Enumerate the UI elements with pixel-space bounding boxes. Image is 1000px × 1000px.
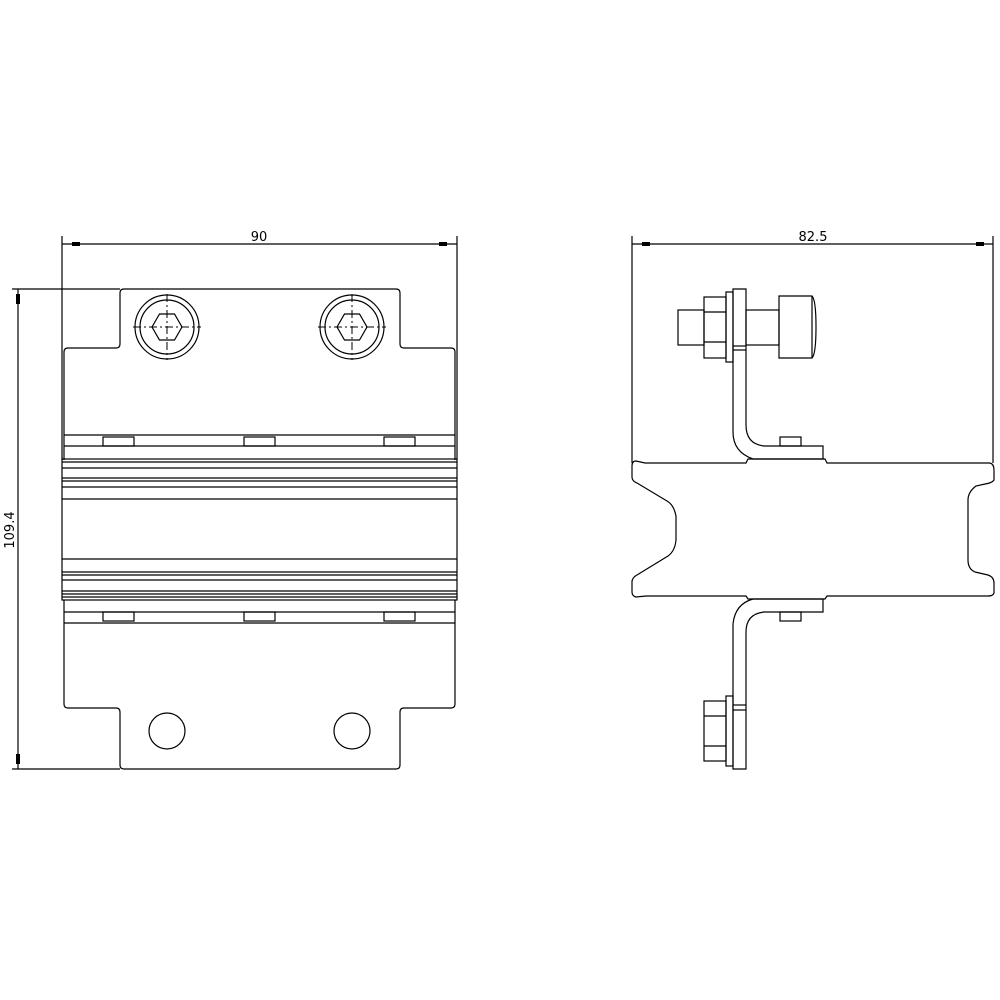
dimension-width-front: 90 [61, 230, 458, 460]
bolt-right [318, 294, 386, 360]
upper-bracket [732, 288, 824, 460]
bolt-shank [745, 309, 780, 346]
upper-clamp-strip [64, 434, 455, 447]
washer [725, 695, 734, 767]
upper-mounting-plate [63, 288, 456, 460]
arrow-bottom [16, 754, 20, 764]
dimension-label-82-5: 82.5 [799, 230, 828, 245]
mounting-hole-left [148, 712, 186, 750]
lower-bracket [732, 598, 824, 770]
arrow-right [439, 242, 447, 246]
nut [703, 296, 727, 359]
arrow-left [72, 242, 80, 246]
lower-mounting-plate [63, 600, 456, 770]
front-view: 90 109.4 [3, 230, 458, 770]
dimension-width-side: 82.5 [631, 230, 994, 463]
dimension-label-109-4: 109.4 [3, 511, 18, 548]
washer [725, 291, 734, 363]
bolt-end [677, 309, 705, 346]
spacer-block [779, 611, 802, 622]
nut [703, 700, 727, 762]
bolt-head [778, 295, 817, 359]
lower-nut-side [703, 695, 734, 767]
rail-section [61, 458, 458, 601]
bolt-left [133, 294, 201, 360]
dimension-height-front: 109.4 [3, 288, 120, 770]
arrow-right [976, 242, 984, 246]
lower-clamp-strip [64, 611, 455, 624]
dimension-label-90: 90 [251, 230, 268, 245]
guide-wheel-profile [631, 458, 995, 600]
arrow-left [642, 242, 650, 246]
spacer-block [779, 436, 802, 447]
arrow-top [16, 294, 20, 304]
upper-bolt-side [677, 291, 817, 363]
side-view: 82.5 [631, 230, 995, 770]
mounting-hole-right [333, 712, 371, 750]
